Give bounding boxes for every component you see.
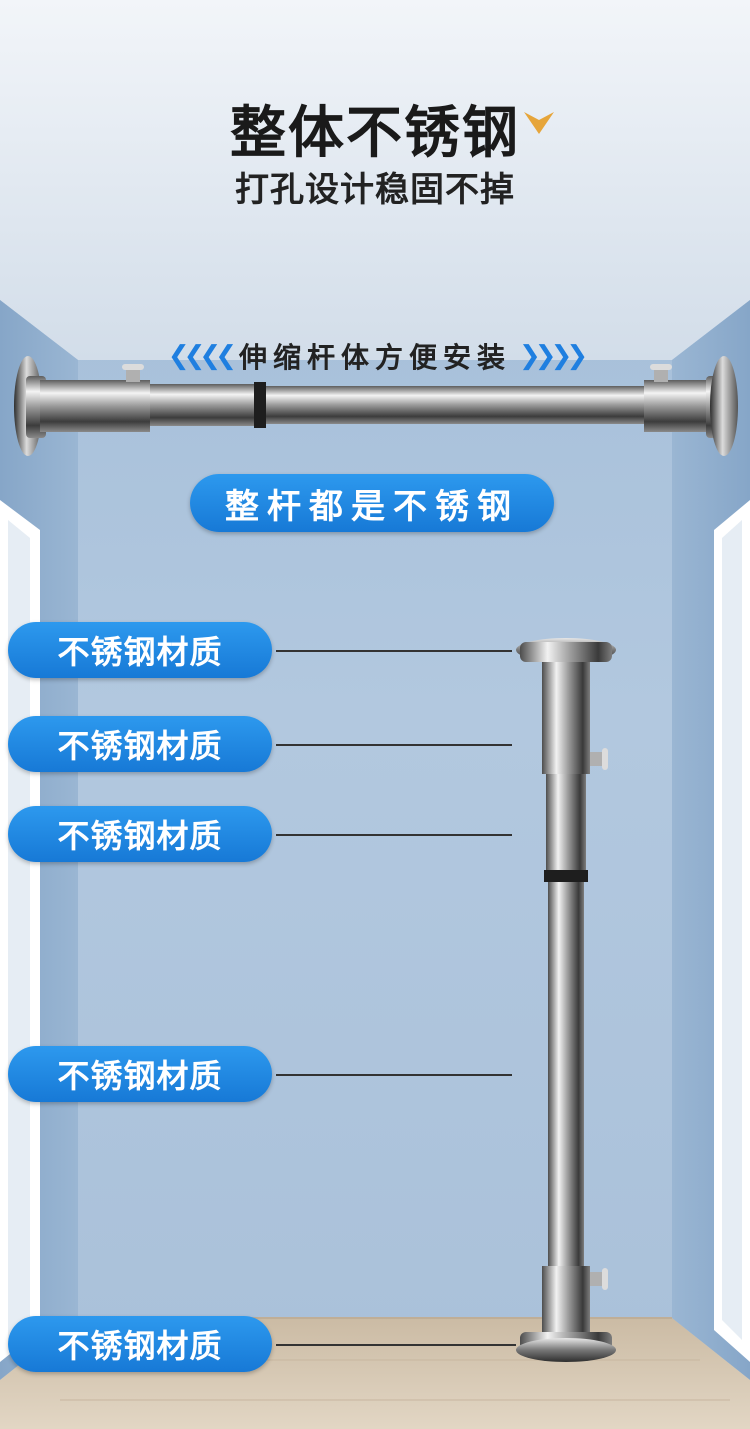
callout-badge: 不锈钢材质 [8,1316,272,1372]
leader-line [276,834,512,836]
telescopic-caption: ❮❮❮❮ 伸缩杆体方便安装 ❯❯❯❯ [150,336,600,376]
main-title: 整体不锈钢 [230,101,520,166]
callout-badge: 不锈钢材质 [8,1046,272,1102]
chevrons-right-icon: ❯❯❯❯ [519,341,588,371]
leader-line [276,744,512,746]
leader-line [276,1344,516,1346]
leader-line [276,1074,512,1076]
callout-badge: 不锈钢材质 [8,716,272,772]
leader-line [276,650,512,652]
stainless-banner: 整杆都是不锈钢 [190,474,554,532]
callout-badge: 不锈钢材质 [8,806,272,862]
chevrons-left-icon: ❮❮❮❮ [167,341,237,371]
check-chevron-icon [524,112,554,134]
callout-badge: 不锈钢材质 [8,622,272,678]
telescopic-label: 伸缩杆体方便安装 [238,341,511,374]
subtitle: 打孔设计稳固不掉 [235,170,515,210]
